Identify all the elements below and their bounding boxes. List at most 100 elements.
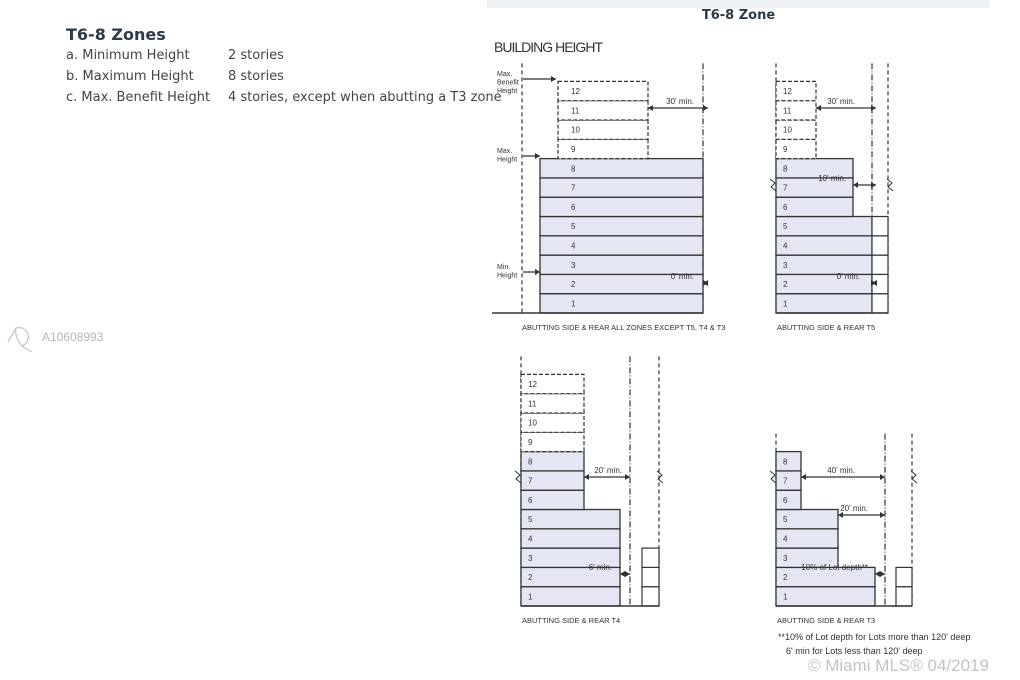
panel-caption: ABUTTING SIDE & REAR ALL ZONES EXCEPT T5…	[522, 323, 725, 332]
arrowhead-icon	[801, 474, 806, 480]
height-label: Height	[497, 88, 517, 95]
story-number: 6	[571, 203, 576, 212]
arrowhead-icon	[871, 182, 876, 188]
copyright: © Miami MLS® 04/2019	[808, 656, 989, 675]
arrowhead-icon	[838, 512, 843, 518]
arrowhead-icon	[551, 76, 556, 82]
dimension-label: 6' min.	[589, 563, 612, 572]
story-number: 4	[528, 534, 533, 543]
benefit-story-11	[520, 393, 585, 414]
neighbor-building-story	[871, 215, 889, 237]
break-symbol-icon	[656, 470, 664, 484]
story-number: 4	[783, 241, 788, 250]
arrowhead-icon	[584, 474, 589, 480]
listing-id: A10608993	[42, 330, 104, 344]
story-number: 8	[783, 457, 788, 466]
arrowhead-icon	[703, 105, 708, 111]
story-number: 12	[528, 380, 537, 389]
neighbor-building-story	[871, 235, 889, 256]
story-number: 9	[571, 145, 576, 154]
story-number: 12	[571, 87, 580, 96]
benefit-story-12	[520, 373, 585, 395]
story-1	[539, 293, 704, 314]
neighbor-building-story	[641, 586, 660, 607]
break-symbol-icon	[769, 178, 777, 192]
break-symbol-icon	[910, 470, 918, 484]
benefit-story-12	[557, 80, 649, 102]
dimension-label: 0' min.	[671, 272, 694, 281]
neighbor-building-story	[871, 293, 889, 314]
story-number: 7	[528, 477, 533, 486]
dimension-label: 10' min.	[818, 174, 846, 183]
story-1	[775, 293, 873, 314]
arrowhead-icon	[871, 105, 876, 111]
benefit-story-9	[775, 138, 817, 160]
story-number: 9	[783, 145, 788, 154]
story-4	[520, 528, 621, 549]
story-number: 4	[783, 534, 788, 543]
story-number: 4	[571, 241, 576, 250]
dimension-label: 0' min.	[837, 272, 860, 281]
panel-caption: ABUTTING SIDE & REAR T4	[522, 616, 620, 625]
arrowhead-icon	[625, 474, 630, 480]
story-number: 8	[783, 164, 788, 173]
story-number: 3	[783, 554, 788, 563]
panel-caption: ABUTTING SIDE & REAR T3	[777, 616, 875, 625]
zone-title: T6-8 Zone	[701, 8, 776, 23]
height-label: Height	[497, 157, 517, 164]
story-number: 5	[528, 515, 533, 524]
story-number: 3	[783, 261, 788, 270]
story-number: 11	[783, 106, 792, 115]
story-number: 12	[783, 87, 792, 96]
story-number: 10	[571, 126, 580, 135]
story-number: 8	[528, 457, 533, 466]
story-number: 10	[783, 126, 792, 135]
story-number: 10	[528, 419, 537, 428]
benefit-story-11	[775, 100, 817, 121]
story-number: 5	[783, 222, 788, 231]
story-number: 6	[783, 496, 788, 505]
story-number: 1	[783, 299, 788, 308]
story-number: 5	[571, 222, 576, 231]
story-number: 3	[571, 261, 576, 270]
height-label: Max.	[497, 71, 512, 78]
diagram-title: BUILDING HEIGHT	[494, 39, 603, 55]
story-number: 2	[528, 573, 533, 582]
spec-label: a. Minimum Height	[66, 48, 190, 63]
footnote: **10% of Lot depth for Lots more than 12…	[778, 632, 970, 642]
footnote: 6' min for Lots less than 120' deep	[786, 646, 923, 656]
spec-value: 8 stories	[228, 69, 284, 84]
story-1	[775, 586, 876, 607]
story-number: 7	[571, 184, 576, 193]
arrowhead-icon	[880, 512, 885, 518]
story-5	[520, 508, 621, 530]
dimension-label: 10% of Lot depth**	[801, 563, 868, 572]
neighbor-building-story	[871, 254, 889, 276]
story-8	[775, 450, 802, 472]
panel-caption: ABUTTING SIDE & REAR T5	[777, 323, 875, 332]
break-symbol-icon	[514, 470, 522, 484]
dimension-label: 30' min.	[666, 97, 694, 106]
story-number: 6	[783, 203, 788, 212]
story-number: 11	[528, 399, 537, 408]
benefit-story-10	[775, 119, 817, 140]
dimension-label: 20' min.	[840, 504, 868, 513]
story-6	[539, 196, 704, 218]
height-label: Benefit	[497, 80, 519, 87]
story-8	[539, 157, 704, 179]
spec-row-min-height: a. Minimum Height 2 stories	[66, 48, 284, 63]
story-number: 11	[571, 106, 580, 115]
dimension-label: 30' min.	[827, 97, 855, 106]
spec-value: 2 stories	[228, 48, 284, 63]
story-5	[539, 215, 704, 237]
story-number: 3	[528, 554, 533, 563]
header-bar	[487, 0, 990, 8]
break-symbol-icon	[886, 178, 894, 192]
story-number: 8	[571, 164, 576, 173]
story-number: 2	[783, 280, 788, 289]
watermark: A10608993	[4, 322, 103, 352]
dimension-label: 20' min.	[594, 466, 622, 475]
